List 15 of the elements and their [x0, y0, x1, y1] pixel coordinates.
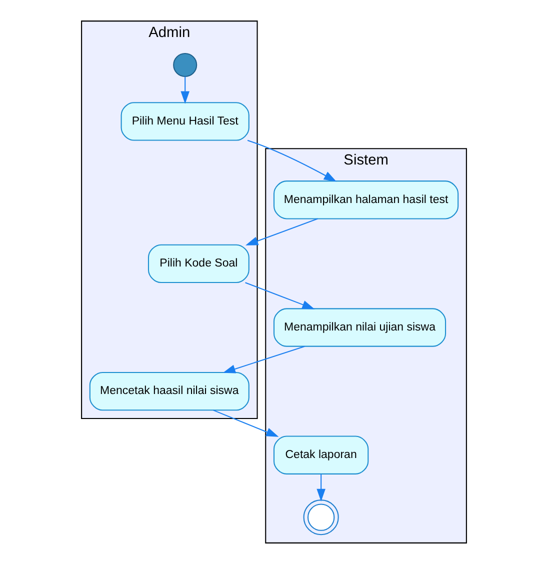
arrow	[222, 346, 304, 374]
arrow	[245, 218, 318, 246]
node-box: Pilih Menu Hasil Test	[120, 102, 249, 141]
node-circle	[172, 52, 197, 77]
node-box: Menampilkan nilai ujian siswa	[272, 308, 446, 347]
arrow	[246, 140, 336, 182]
node-circle	[302, 500, 338, 536]
arrow	[212, 410, 278, 437]
node-box: Menampilkan halaman hasil test	[272, 180, 458, 220]
node-box: Pilih Kode Soal	[147, 244, 249, 284]
node-box: Cetak laporan	[272, 436, 368, 474]
node-box: Mencetak haasil nilai siswa	[88, 372, 249, 411]
arrow	[244, 282, 314, 310]
arrow	[316, 474, 325, 502]
arrow	[180, 76, 189, 104]
